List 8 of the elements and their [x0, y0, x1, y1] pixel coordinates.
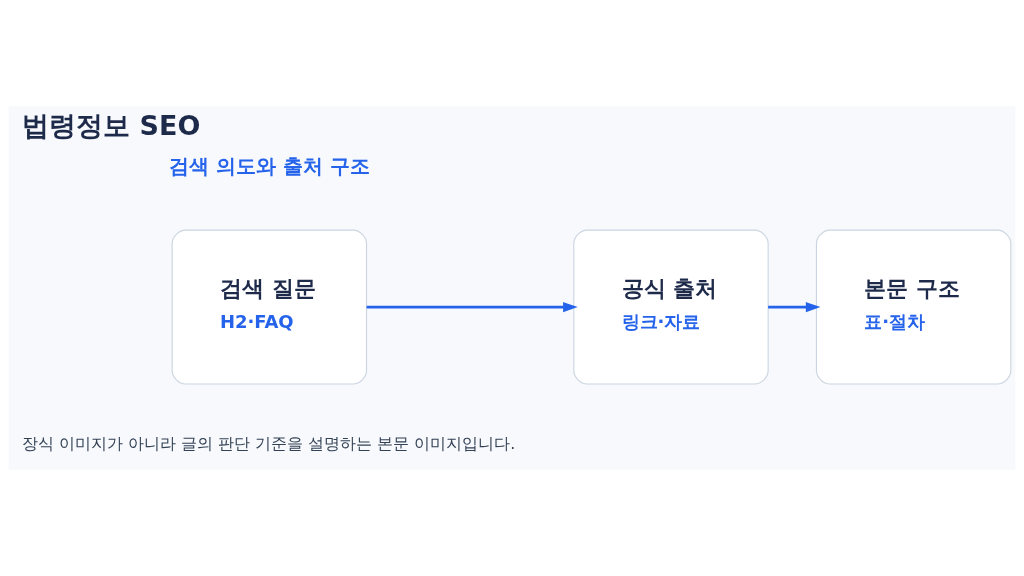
caption: 장식 이미지가 아니라 글의 판단 기준을 설명하는 본문 이미지입니다.: [22, 434, 516, 454]
label: 검색 의도와 출처 구조: [169, 153, 371, 178]
node-box: 검색 질문 H2·FAQ: [171, 229, 368, 385]
diagram-title: 법령정보 SEO: [22, 110, 201, 142]
node-box: 본문 구조 표·절차: [815, 229, 1012, 385]
arrow: [366, 301, 578, 313]
node-box: 공식 출처 링크·자료: [573, 229, 769, 385]
arrow: [768, 301, 821, 313]
